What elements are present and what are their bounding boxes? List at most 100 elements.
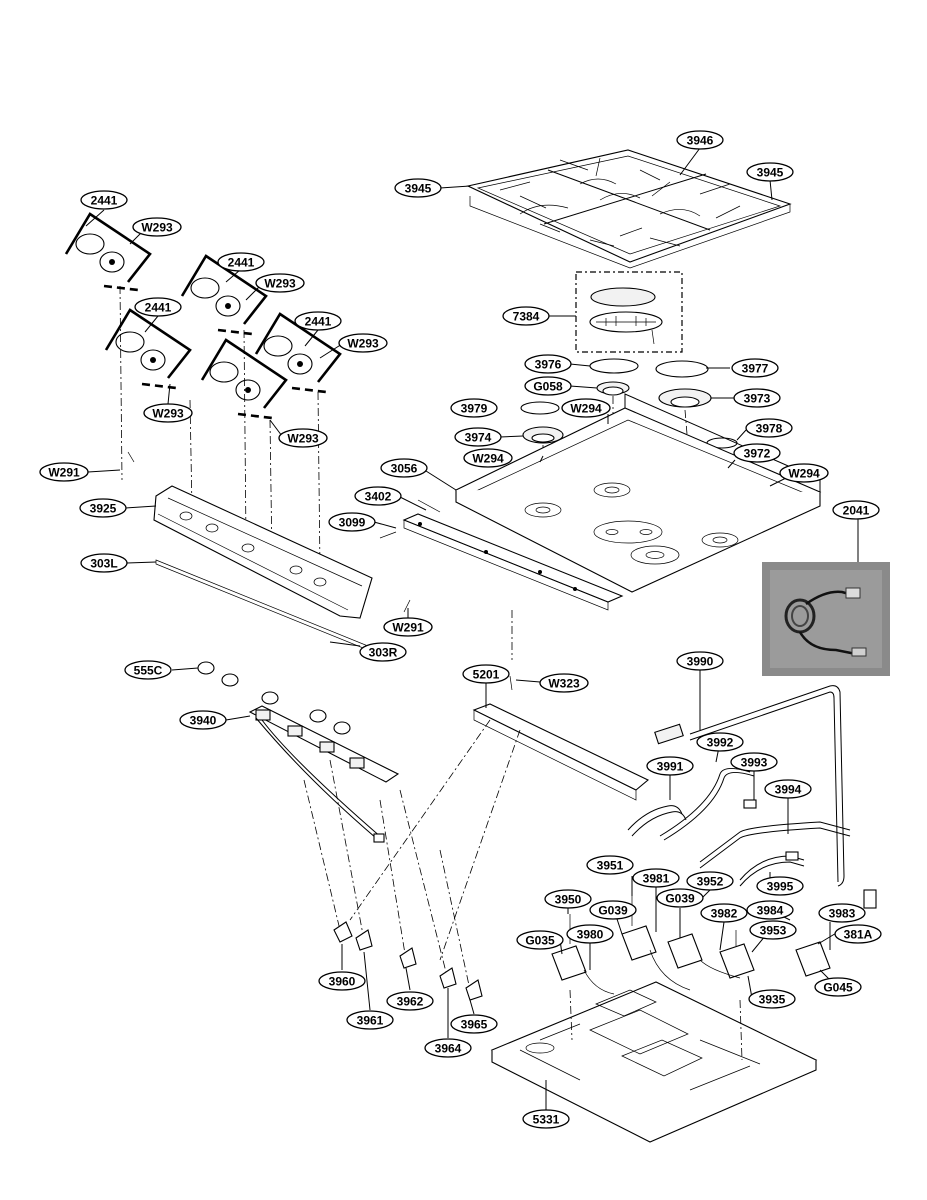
svg-text:3099: 3099 <box>339 516 366 530</box>
svg-text:2441: 2441 <box>305 315 332 329</box>
callout-W294-right: W294 <box>779 463 829 483</box>
callout-W294-left: W294 <box>463 448 513 468</box>
callout-W323: W323 <box>539 673 589 693</box>
callout-3993: 3993 <box>730 752 778 772</box>
grates-3945 <box>466 149 792 269</box>
callout-3965: 3965 <box>450 1014 498 1034</box>
svg-text:G058: G058 <box>533 380 563 394</box>
svg-text:3964: 3964 <box>435 1042 462 1056</box>
svg-text:W291: W291 <box>392 621 424 635</box>
switches-3940 <box>197 661 400 843</box>
svg-text:3981: 3981 <box>643 872 670 886</box>
bottom-pan-5331 <box>490 981 818 1143</box>
svg-text:3951: 3951 <box>597 859 624 873</box>
callout-3940: 3940 <box>179 710 227 730</box>
svg-text:3945: 3945 <box>405 182 432 196</box>
svg-text:3056: 3056 <box>391 462 418 476</box>
svg-text:3983: 3983 <box>829 907 856 921</box>
bracket-5201 <box>472 610 650 801</box>
svg-text:3972: 3972 <box>744 447 771 461</box>
callout-3962: 3962 <box>386 991 434 1011</box>
svg-text:3950: 3950 <box>555 893 582 907</box>
svg-text:G039: G039 <box>598 904 628 918</box>
callout-W293-c: W293 <box>338 333 388 353</box>
callout-3964: 3964 <box>424 1038 472 1058</box>
svg-text:2441: 2441 <box>91 194 118 208</box>
callout-3973: 3973 <box>733 388 781 408</box>
svg-text:W294: W294 <box>570 402 602 416</box>
electrode-photo-2041 <box>762 562 890 676</box>
callout-3974: 3974 <box>454 427 502 447</box>
callout-2441-c: 2441 <box>134 297 182 317</box>
callout-3978: 3978 <box>745 418 793 438</box>
callout-W293-e: W293 <box>278 428 328 448</box>
svg-text:3979: 3979 <box>461 402 488 416</box>
svg-text:W293: W293 <box>287 432 319 446</box>
svg-text:W293: W293 <box>152 407 184 421</box>
svg-text:3940: 3940 <box>190 714 217 728</box>
svg-text:3925: 3925 <box>90 502 117 516</box>
callout-3977: 3977 <box>731 358 779 378</box>
svg-text:W323: W323 <box>548 677 580 691</box>
valve-assemblies <box>551 896 831 995</box>
svg-text:555C: 555C <box>134 664 163 678</box>
callout-7384: 7384 <box>502 306 550 326</box>
tubing-399x <box>627 685 877 909</box>
svg-text:3961: 3961 <box>357 1014 384 1028</box>
callout-3991: 3991 <box>646 756 694 776</box>
svg-text:3952: 3952 <box>697 875 724 889</box>
svg-text:3976: 3976 <box>535 358 562 372</box>
callout-G039-right: G039 <box>656 888 704 908</box>
svg-text:W294: W294 <box>788 467 820 481</box>
callout-303R: 303R <box>359 642 407 662</box>
callout-555C: 555C <box>124 660 172 680</box>
svg-text:3993: 3993 <box>741 756 768 770</box>
callout-303L: 303L <box>80 553 128 573</box>
svg-text:3982: 3982 <box>711 907 738 921</box>
svg-text:5201: 5201 <box>473 668 500 682</box>
callout-3995: 3995 <box>756 876 804 896</box>
callout-3953: 3953 <box>749 920 797 940</box>
callout-G035: G035 <box>516 930 564 950</box>
svg-text:3974: 3974 <box>465 431 492 445</box>
svg-text:2441: 2441 <box>228 256 255 270</box>
callout-3952: 3952 <box>686 871 734 891</box>
callout-3980: 3980 <box>566 924 614 944</box>
callout-3992: 3992 <box>696 732 744 752</box>
svg-text:3402: 3402 <box>365 490 392 504</box>
svg-text:3935: 3935 <box>759 993 786 1007</box>
svg-text:5331: 5331 <box>533 1113 560 1127</box>
callout-3984: 3984 <box>746 900 794 920</box>
svg-text:W293: W293 <box>347 337 379 351</box>
svg-text:W293: W293 <box>141 221 173 235</box>
callout-3994: 3994 <box>764 779 812 799</box>
callout-2441-b: 2441 <box>217 252 265 272</box>
svg-text:3990: 3990 <box>687 655 714 669</box>
svg-text:3984: 3984 <box>757 904 784 918</box>
svg-text:3994: 3994 <box>775 783 802 797</box>
svg-text:303R: 303R <box>369 646 398 660</box>
callout-5331: 5331 <box>522 1109 570 1129</box>
control-panel-3925 <box>127 451 411 651</box>
callout-3979: 3979 <box>450 398 498 418</box>
cooktop-3056 <box>454 393 822 593</box>
callout-3983: 3983 <box>818 903 866 923</box>
callout-3981: 3981 <box>632 868 680 888</box>
svg-text:381A: 381A <box>844 928 873 942</box>
svg-text:7384: 7384 <box>513 310 540 324</box>
svg-text:W291: W291 <box>48 466 80 480</box>
svg-text:3980: 3980 <box>577 928 604 942</box>
svg-text:3945: 3945 <box>757 166 784 180</box>
callout-3056: 3056 <box>380 458 428 478</box>
callout-3960: 3960 <box>318 971 366 991</box>
callout-W291-right: W291 <box>383 617 433 637</box>
svg-text:3953: 3953 <box>760 924 787 938</box>
callout-3402: 3402 <box>354 486 402 506</box>
callout-3925: 3925 <box>79 498 127 518</box>
leader-lines <box>85 147 859 1110</box>
callout-W293-d: W293 <box>143 403 193 423</box>
svg-text:W293: W293 <box>264 277 296 291</box>
bracket-3402 <box>379 499 624 611</box>
callout-3945-left: 3945 <box>394 178 442 198</box>
